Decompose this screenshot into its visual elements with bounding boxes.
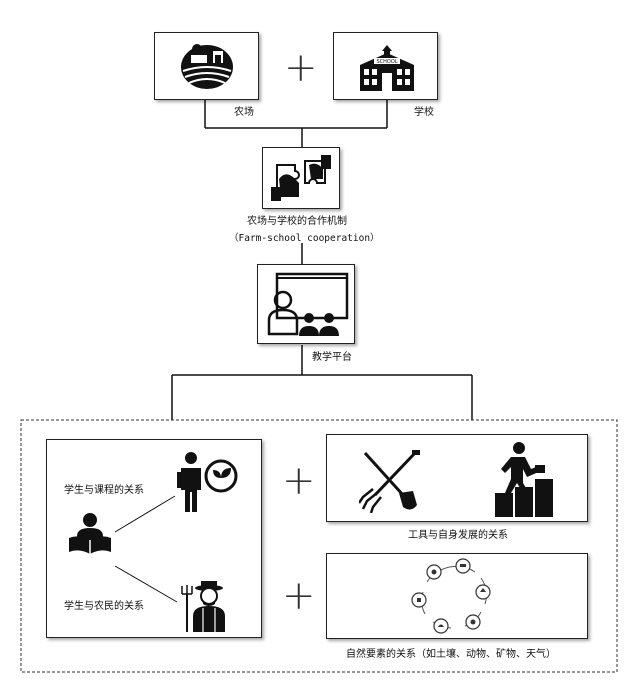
classroom-board-icon [267,272,349,336]
pitchfork-shovel-icon [359,450,420,513]
plus-sign-nature: + [282,573,316,619]
tools-label: 工具与自身发展的关系 [408,530,508,541]
nature-label: 自然要素的关系（如土壤、动物、矿物、天气） [346,649,556,660]
cooperation-sublabel: （Farm-school cooperation） [229,233,380,244]
cooperation-box [262,147,340,209]
student-farmer-label: 学生与农民的关系 [64,601,144,612]
student-relations-diagram [114,495,178,603]
plus-sign-tools: + [282,458,316,504]
platform-box [257,264,355,344]
school-label: 学校 [414,107,434,118]
school-icon: SCHOOL [360,45,414,91]
farm-box [154,32,259,100]
farm-label: 农场 [234,107,254,118]
farmer-pitchfork-icon [181,581,225,632]
school-box: SCHOOL [333,32,438,100]
dashed-group-border [20,419,618,673]
school-sign-text: SCHOOL [376,59,397,65]
platform-label: 教学平台 [312,352,352,363]
reading-student-icon [69,513,111,554]
tools-box [326,434,588,522]
plus-sign-top: + [284,45,318,91]
cooperation-label: 农场与学校的合作机制 [247,216,347,227]
student-course-label: 学生与课程的关系 [64,485,144,496]
nature-cycle-icon [411,558,491,634]
farm-icon [181,44,233,89]
nature-box [326,553,588,639]
puzzle-hands-icon [271,155,331,201]
teacher-plant-icon [177,452,238,512]
climbing-steps-icon [495,442,553,517]
student-relations-box [46,439,262,638]
